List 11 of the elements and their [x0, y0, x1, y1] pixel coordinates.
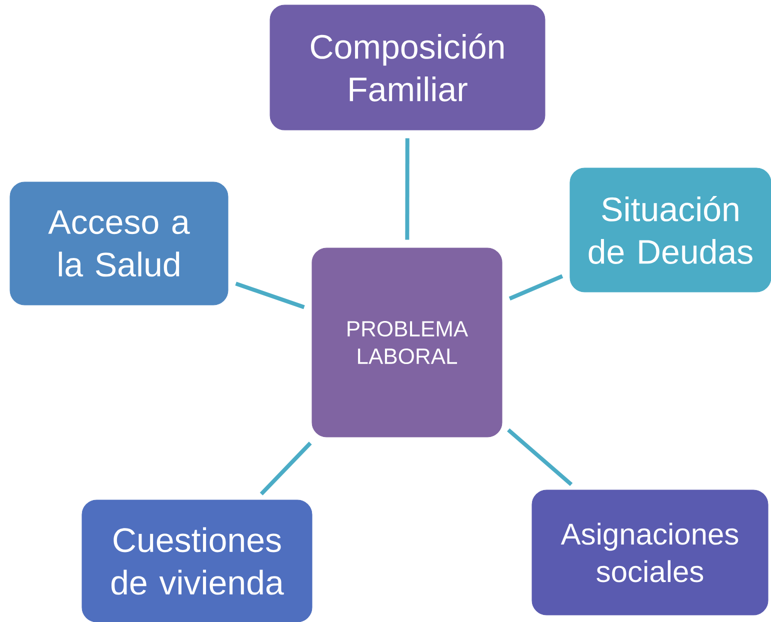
center-box: PROBLEMA LABORAL [312, 248, 502, 438]
connector-line [405, 138, 410, 240]
connector-line [235, 282, 305, 310]
connector-line [508, 274, 564, 300]
topic-box: Acceso a la Salud [10, 182, 228, 306]
topic-box: Cuestiones de vivienda [82, 500, 312, 622]
topic-box: Composición Familiar [270, 4, 546, 130]
topic-box: Asignaciones sociales [532, 490, 768, 616]
connector-line [260, 442, 312, 496]
connector-line [507, 428, 573, 486]
topic-box: Situación de Deudas [570, 168, 771, 292]
